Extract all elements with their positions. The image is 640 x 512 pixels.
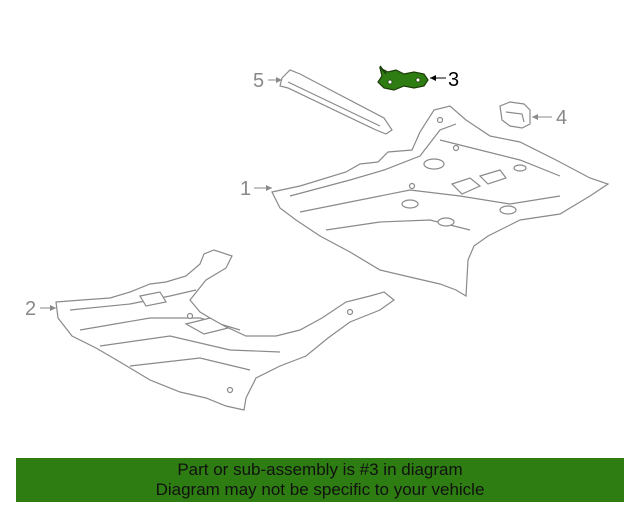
info-banner: Part or sub-assembly is #3 in diagram Di… xyxy=(16,458,624,502)
parts-diagram: 1 2 3 4 5 xyxy=(25,65,610,411)
leader-lines xyxy=(40,77,552,311)
callout-1: 1 xyxy=(240,178,251,200)
callout-3: 3 xyxy=(448,69,459,91)
leader-line-3 xyxy=(430,75,446,81)
callout-4: 4 xyxy=(556,107,567,129)
part-4-clip[interactable] xyxy=(499,101,531,129)
callout-5: 5 xyxy=(253,70,264,92)
banner-line-disclaimer: Diagram may not be specific to your vehi… xyxy=(155,480,485,499)
callout-2: 2 xyxy=(25,298,36,320)
part-2-shield[interactable] xyxy=(55,249,395,411)
part-3-bracket[interactable] xyxy=(377,65,429,91)
part-5-brace[interactable] xyxy=(279,69,393,135)
banner-line-part-number: Part or sub-assembly is #3 in diagram xyxy=(177,460,463,479)
part-1-shield[interactable] xyxy=(271,105,610,298)
